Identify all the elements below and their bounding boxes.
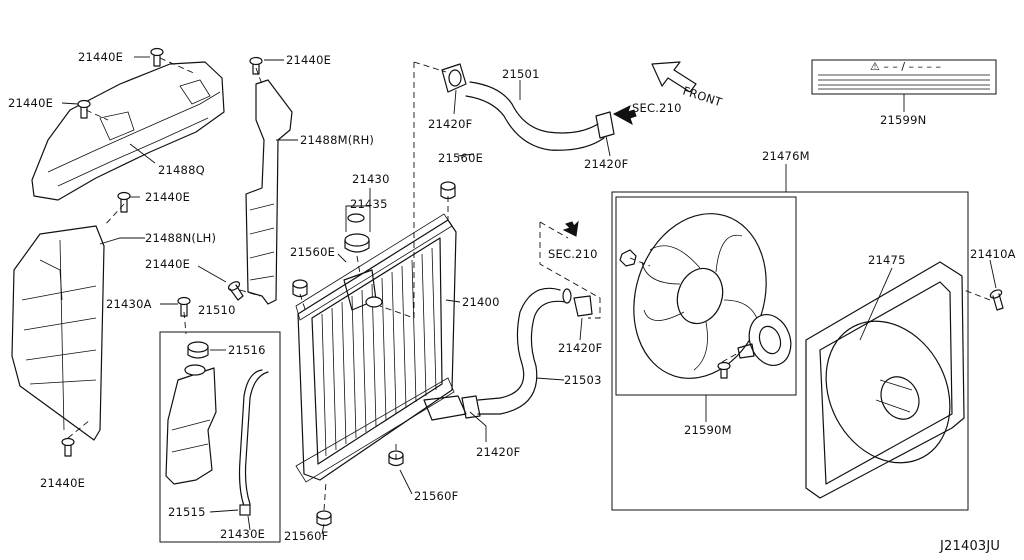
label-21410a: 21410A [970,247,1016,261]
solid-leaders [61,56,997,535]
label-21560f-bottom: 21560F [284,529,328,543]
air-guide-lh-21488n [11,225,105,441]
clamp-21420f-upper-left [441,63,467,93]
radiator-cap-21430 [344,233,370,253]
label-sec210-upper: SEC.210 [632,101,682,115]
label-21420f-upper-right: 21420F [584,157,628,171]
reservoir-cap-21516 [187,341,209,359]
screw-21440e-left [77,99,91,119]
fan-shroud-21475 [805,261,965,499]
label-21475: 21475 [868,253,906,267]
label-21560e-top: 21560E [438,151,483,165]
label-21599n: 21599N [880,113,926,127]
label-21488m: 21488M(RH) [300,133,374,147]
lower-hose-21503 [477,287,567,415]
mount-21560e-left [292,279,308,298]
label-21430: 21430 [352,172,390,186]
label-21440e-c: 21440E [286,53,331,67]
label-21420f-upper-left: 21420F [428,117,472,131]
label-21440e-f: 21440E [40,476,85,490]
label-21400: 21400 [462,295,500,309]
mount-21560f-bottom [316,510,332,527]
label-21560f-mid: 21560F [414,489,458,503]
clip-21430e [239,504,251,516]
reservoir-hose-21515 [238,369,269,507]
radiator-21400 [295,213,467,483]
label-21503: 21503 [564,373,602,387]
screw-21440e-rh-top [249,56,263,75]
air-guide-rh-21488m [245,79,293,305]
label-front: FRONT [681,84,724,110]
fan-blade-21590m [633,213,767,379]
label-21430a: 21430A [106,297,152,311]
label-21515: 21515 [168,505,206,519]
screw-21440e-rh-mid [227,281,244,301]
warning-label-symbol-text: ⚠ – – / – – – – [870,60,941,73]
label-21488q: 21488Q [158,163,205,177]
label-21476m: 21476M [762,149,810,163]
label-21440e-a: 21440E [78,50,123,64]
sec210-arrow-upper [612,105,637,126]
label-21516: 21516 [228,343,266,357]
label-21590m: 21590M [684,423,732,437]
clamp-21420f-lower-right [562,288,593,317]
label-21440e-d: 21440E [145,190,190,204]
clamp-21420f-lower-left [461,395,481,419]
label-21440e-b: 21440E [8,96,53,110]
dashed-leaders [67,57,991,511]
air-guide-upper-21488q [31,61,225,201]
diagram-code: J21403JU [939,539,1000,554]
clamp-21420f-upper-right [595,111,615,139]
label-21501: 21501 [502,67,540,81]
label-21420f-lower-left: 21420F [476,445,520,459]
label-sec210-lower: SEC.210 [548,247,598,261]
screw-21440e-mid-left [117,191,131,213]
label-21420f-lower-right: 21420F [558,341,602,355]
fan-assembly-box-21476m [611,191,969,511]
fan-nut [619,249,637,267]
label-21435: 21435 [350,197,388,211]
reservoir-group-box [159,331,281,543]
screw-21440e-top [150,47,164,67]
label-21488n: 21488N(LH) [145,231,216,245]
label-21430e: 21430E [220,527,265,541]
fan-motor-21590m [737,314,792,366]
sec210-arrow-lower [562,220,579,237]
seal-21435 [347,213,365,223]
reservoir-tank-21510 [165,364,217,485]
label-21510: 21510 [198,303,236,317]
upper-hose-21501 [465,81,605,151]
screw-21440e-bottom-left [61,437,75,457]
label-21560e-left: 21560E [290,245,335,259]
radiator-core-fins [321,247,437,457]
front-arrow [651,61,697,93]
bolt-21410a [989,289,1004,311]
motor-screw [717,361,731,379]
label-21440e-e: 21440E [145,257,190,271]
